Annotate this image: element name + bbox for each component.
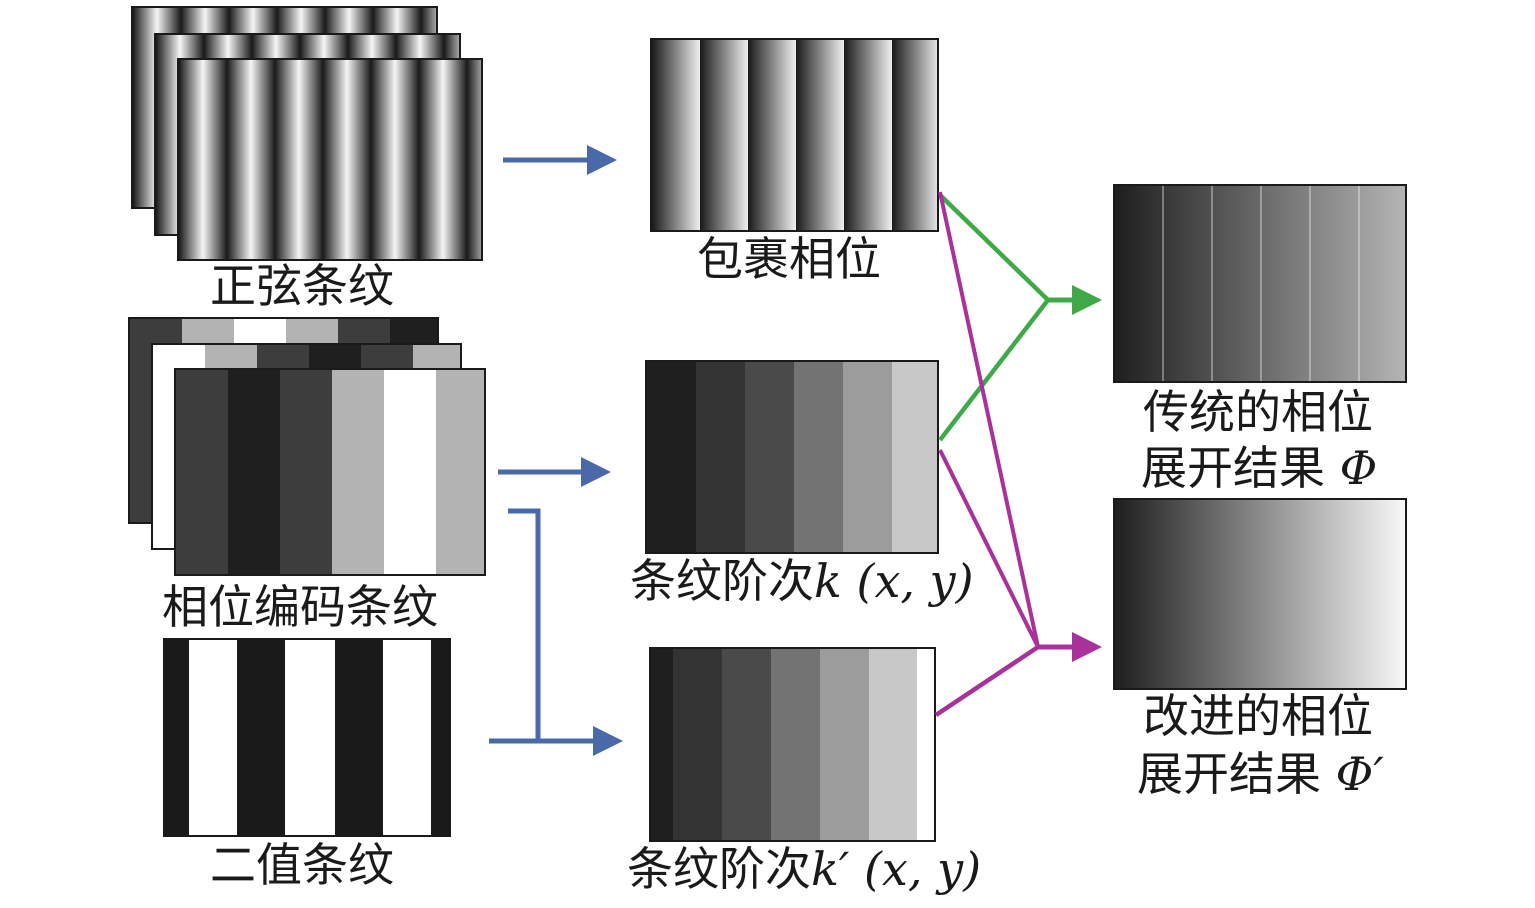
traditional-unwrap-symbol: Φ bbox=[1339, 441, 1378, 495]
fringe-order-k-prime-label: 条纹阶次k′ (x, y) bbox=[627, 841, 981, 897]
fringe-order-k-prefix: 条纹阶次 bbox=[630, 554, 814, 608]
fringe-order-k-symbol: k bbox=[814, 554, 842, 608]
improved-unwrap-label-text: 展开结果 bbox=[1137, 747, 1321, 801]
fringe-order-k-prime-prefix: 条纹阶次 bbox=[627, 842, 811, 896]
arrow-wrapped-to-improved bbox=[938, 191, 1040, 648]
traditional-unwrap-label-line1: 传统的相位 bbox=[1143, 385, 1373, 439]
wrapped-phase-label: 包裹相位 bbox=[697, 232, 881, 286]
binary-fringe-image bbox=[163, 638, 451, 837]
fringe-order-k-prime-args: (x, y) bbox=[863, 842, 982, 896]
improved-unwrap-image bbox=[1113, 498, 1407, 690]
improved-unwrap-label-line1: 改进的相位 bbox=[1143, 689, 1373, 743]
sine-fringe-image-front bbox=[177, 58, 483, 261]
arrow-order-k-to-traditional bbox=[938, 298, 1050, 442]
fringe-order-k-image bbox=[645, 360, 939, 554]
phase-code-fringe-image-front bbox=[174, 368, 486, 576]
traditional-unwrap-label-text: 展开结果 bbox=[1141, 441, 1325, 495]
arrow-order-k-prime-to-improved bbox=[934, 645, 1040, 717]
wrapped-phase-image bbox=[650, 38, 939, 232]
arrow-binary-phasecode-to-order-k-prime bbox=[508, 508, 541, 741]
binary-fringe-label: 二值条纹 bbox=[210, 838, 394, 892]
improved-unwrap-label-line2: 展开结果 Φ′ bbox=[1137, 746, 1384, 802]
fringe-order-k-prime-symbol: k′ bbox=[811, 842, 850, 896]
phase-code-fringe-label: 相位编码条纹 bbox=[162, 580, 438, 634]
sine-fringe-label: 正弦条纹 bbox=[210, 259, 394, 313]
fringe-order-k-label: 条纹阶次k (x, y) bbox=[630, 553, 974, 609]
arrow-wrapped-to-traditional bbox=[938, 193, 1050, 302]
arrow-order-k-to-improved bbox=[938, 449, 1040, 648]
improved-unwrap-symbol: Φ′ bbox=[1335, 747, 1384, 801]
traditional-unwrap-label-line2: 展开结果 Φ bbox=[1141, 440, 1377, 496]
traditional-unwrap-image bbox=[1113, 184, 1407, 383]
fringe-order-k-args: (x, y) bbox=[856, 554, 974, 608]
fringe-order-k-prime-image bbox=[649, 647, 936, 842]
